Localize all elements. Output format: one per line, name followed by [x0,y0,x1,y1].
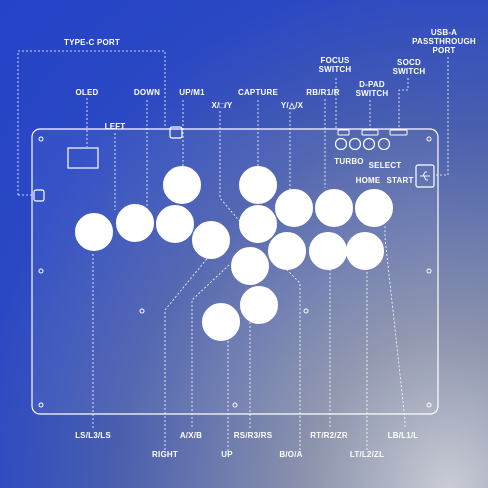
screw-hole [38,268,44,274]
turbo-button [334,137,348,151]
label-rt-r2-zr: RT/R2/ZR [310,431,348,440]
home-button [362,137,376,151]
label-turbo: TURBO [334,157,364,166]
label-right: RIGHT [152,450,178,459]
label-ls-l3-ls: LS/L3/LS [75,431,111,440]
label-lt-l2-zl: LT/L2/ZL [349,450,385,459]
label-usb-line3: PORT [432,46,456,55]
label-socd-line2: SWITCH [392,67,426,76]
label-dpad-switch: D-PAD SWITCH [356,80,389,98]
screw-hole [232,402,238,408]
leader-type-c [17,50,166,195]
button-capture [239,166,277,204]
button-up-m1 [163,166,201,204]
label-rb-r1-r: RB/R1/R [306,88,340,97]
label-dpad-line2: SWITCH [355,89,389,98]
label-y-tri-x: Y/△/X [280,101,304,110]
label-lb-l1-l: LB/L1/L [387,431,419,440]
leader-lb [384,226,406,427]
m1-small-button [169,126,183,139]
usb-a-port [415,164,435,188]
button-lt-l2-zl [346,232,384,270]
label-type-c-port: TYPE-C PORT [64,38,120,47]
label-focus-line2: SWITCH [318,65,352,74]
screw-hole [426,402,432,408]
leader-usb [435,57,449,176]
button-b-o-a [268,232,306,270]
label-usb-line1: USB-A [430,28,458,37]
screw-hole [426,268,432,274]
label-b-o-a: B/O/A [279,450,303,459]
button-x-sq-y [239,205,277,243]
button-down [116,204,154,242]
label-rs-r3-rs: RS/R3/RS [233,431,273,440]
screw-hole [303,308,309,314]
label-up: UP [221,450,233,459]
button-left [75,213,113,251]
label-usb-line2: PASSTHROUGH [412,37,476,46]
leader-x-sq-y [219,111,243,225]
leader-socd [398,78,409,130]
label-up-m1: UP/M1 [179,88,205,97]
label-oled: OLED [75,88,99,97]
label-down: DOWN [133,88,161,97]
label-start: START [386,176,414,185]
leader-right [164,254,211,450]
label-capture: CAPTURE [237,88,279,97]
label-x-sq-y: X/□/Y [211,101,233,110]
label-focus-line1: FOCUS [320,56,350,65]
button-up [202,303,240,341]
button-b-o-a-upper [240,286,278,324]
label-home: HOME [355,176,381,185]
screw-hole [38,136,44,142]
start-button [377,137,391,151]
label-dpad-line1: D-PAD [359,80,385,89]
usb-symbol-icon [420,171,430,181]
button-rt-r2-zr [309,232,347,270]
label-usb-a-passthrough: USB-A PASSTHROUGH PORT [412,28,476,55]
focus-switch [337,129,350,136]
label-left: LEFT [104,122,126,131]
socd-switch [389,129,408,136]
leader-a-x-b [191,264,230,427]
label-focus-switch: FOCUS SWITCH [319,56,352,74]
button-lb-l1-l [355,189,393,227]
label-socd-switch: SOCD SWITCH [393,58,426,76]
screw-hole [38,402,44,408]
screw-hole [139,308,145,314]
oled-screen [67,147,99,169]
button-rb-r1-r [315,189,353,227]
button-rs-r3-rs [231,247,269,285]
screw-hole [426,136,432,142]
button-right [156,205,194,243]
type-c-port [33,189,45,202]
select-button [348,137,362,151]
label-socd-line1: SOCD [397,58,421,67]
button-y-tri-x [275,189,313,227]
label-a-x-b: A/X/B [179,431,203,440]
label-select: SELECT [368,161,402,170]
button-a-x-b [192,221,230,259]
